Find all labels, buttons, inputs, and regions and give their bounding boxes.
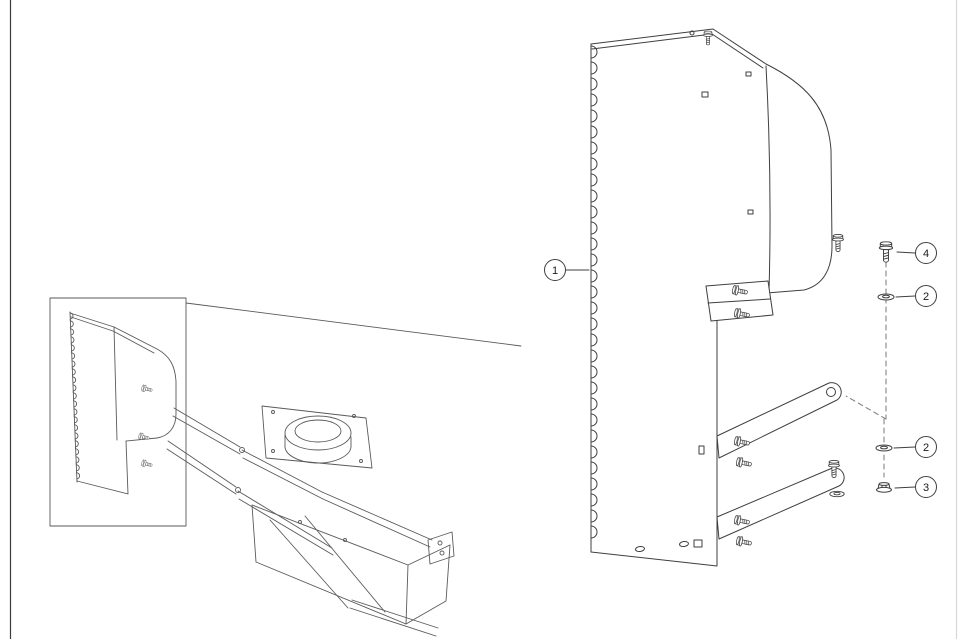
flange-bolt-icon — [832, 234, 844, 252]
callout-balloon — [544, 259, 566, 281]
overview-side-plate — [69, 311, 177, 495]
plate-hole — [679, 540, 689, 548]
leader-line — [896, 251, 916, 254]
plate-slot — [693, 539, 703, 548]
plate-hole — [635, 545, 645, 553]
frame-beam-upper — [241, 449, 433, 548]
detail-drawing: 1 4 2 2 3 — [544, 28, 937, 567]
plate-slot — [701, 91, 709, 98]
housing-braces — [269, 515, 386, 613]
exploded-fasteners — [875, 241, 895, 493]
overview-bolt-icon — [137, 431, 151, 443]
flat-washer-icon — [877, 293, 895, 301]
chute-collar-inner — [294, 419, 342, 443]
arm-bolt-icon — [735, 535, 753, 549]
overview-plate-bend-line — [113, 326, 118, 441]
plate-hole — [689, 30, 695, 36]
hitch-bracket — [427, 531, 455, 565]
callout-number: 1 — [552, 265, 558, 277]
overview-machine-body — [237, 405, 455, 637]
leader-line — [893, 446, 916, 449]
side-plate — [590, 28, 844, 567]
housing-front — [251, 504, 409, 625]
plate-slot — [698, 445, 705, 455]
detail-connector-line — [185, 302, 522, 347]
overview-upper-arm-pivot — [239, 447, 245, 453]
hex-bolt-icon — [878, 241, 894, 263]
callout-balloon — [915, 476, 937, 498]
serrated-edge — [590, 45, 598, 547]
callout-item-4: 4 — [896, 242, 937, 264]
plate-slot — [745, 71, 752, 77]
middle-arm-pivot-hole — [826, 387, 836, 397]
callout-number: 2 — [923, 442, 929, 454]
housing-bolt-dot — [298, 520, 302, 524]
callout-item-2-lower: 2 — [893, 436, 937, 458]
callout-balloon — [915, 285, 937, 307]
skid-bar — [349, 599, 439, 637]
callouts: 1 4 2 2 3 — [544, 242, 937, 498]
dashed-line-to-pivot — [845, 395, 887, 420]
overview-drawing — [49, 297, 522, 637]
leader-line — [895, 295, 916, 298]
callout-item-3: 3 — [894, 476, 937, 498]
upper-bracket-fold — [707, 298, 771, 304]
plate-thickness-line — [591, 33, 764, 69]
frame-beam-lower — [237, 490, 334, 556]
mount-hole — [271, 410, 275, 414]
mount-hole — [352, 414, 356, 418]
overview-bolt-icon — [140, 383, 154, 395]
callout-balloon — [915, 242, 937, 264]
overview-bolt-icon — [140, 458, 154, 470]
callout-number: 2 — [923, 291, 929, 303]
hitch-hole — [437, 540, 443, 546]
leader-line — [894, 486, 916, 489]
overview-serrated-edge — [69, 312, 81, 482]
chute-collar-bottom — [284, 444, 352, 464]
mount-hole — [359, 459, 363, 463]
callout-number: 4 — [923, 248, 929, 260]
housing-side — [405, 544, 451, 625]
callout-item-2-upper: 2 — [895, 285, 937, 307]
plate-outline — [590, 28, 833, 567]
detail-callout-box — [49, 297, 187, 527]
collar-mount-plate — [261, 405, 373, 469]
overview-plate-outline — [69, 312, 177, 495]
housing-bolt-dot — [343, 538, 347, 542]
overview-link-arms — [166, 407, 245, 495]
overview-serrated-edge-line — [69, 311, 78, 483]
chute-collar-sides — [284, 434, 352, 448]
callout-number: 3 — [923, 482, 929, 494]
mounting-arms — [705, 280, 845, 549]
arm-bolt-icon — [735, 456, 753, 470]
chute-collar-outer — [284, 415, 352, 451]
callout-item-1: 1 — [544, 259, 590, 281]
plate-bend-line — [765, 65, 771, 293]
plate-slot — [747, 209, 754, 215]
top-edge-bolt-icon — [703, 30, 713, 46]
flat-washer-icon — [875, 444, 893, 452]
overview-lower-arm — [166, 440, 237, 495]
overview-upper-arm — [172, 407, 241, 455]
mount-hole — [271, 449, 275, 453]
lower-arm — [716, 467, 845, 540]
middle-arm — [716, 382, 842, 459]
overview-plate-thickness-line — [70, 316, 155, 354]
flange-nut-icon — [876, 482, 892, 493]
hitch-hole — [439, 550, 445, 556]
lower-arm-washer-icon — [829, 490, 845, 498]
page-edges — [9, 0, 958, 639]
callout-balloon — [915, 436, 937, 458]
overview-lower-arm-pivot — [235, 487, 241, 493]
